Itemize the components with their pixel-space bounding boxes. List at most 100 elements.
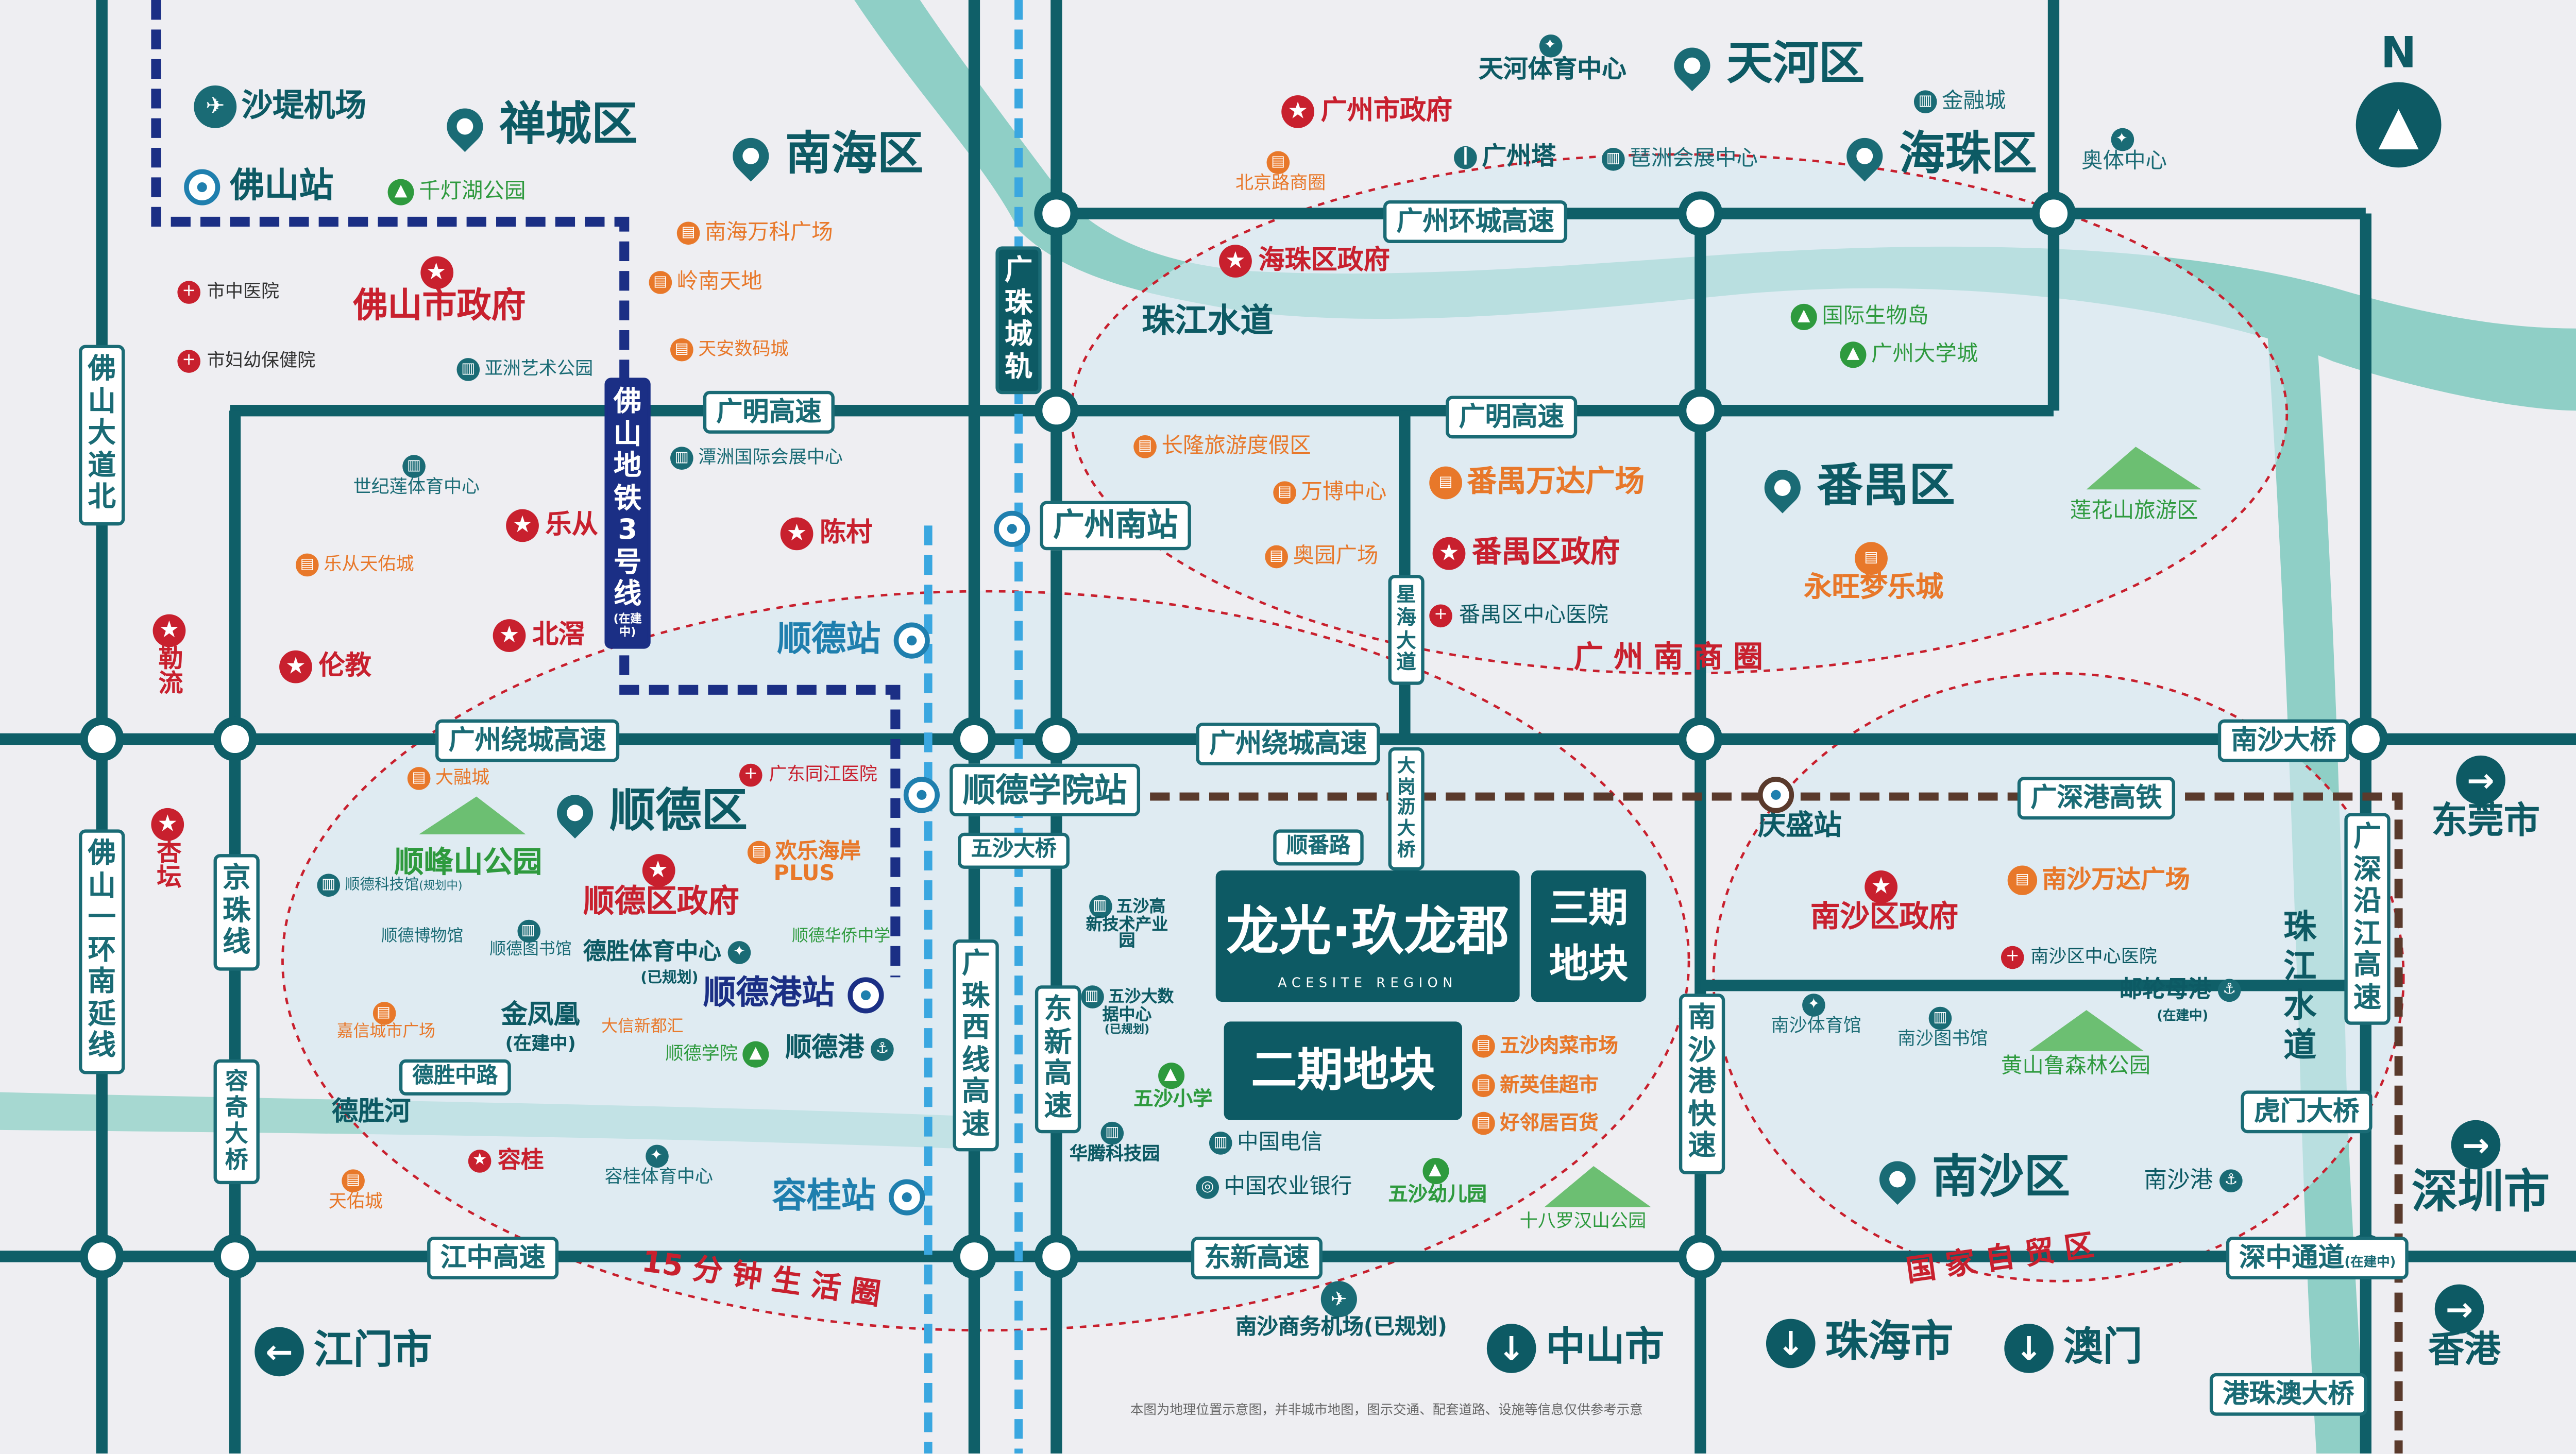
poi-beijiao-label: 北滘 (532, 618, 585, 650)
road-gangzhuao: 港珠澳大桥 (2209, 1373, 2368, 1415)
location-pin-icon (1757, 462, 1808, 514)
anchor-icon: ⚓ (2217, 979, 2241, 1002)
road-foshan-ring: 佛山一环南延线 (79, 829, 125, 1074)
mountain-shapes (419, 447, 2201, 1207)
poi-fs-gov-label: 佛山市政府 (353, 285, 526, 326)
poi-yazhou: ▥亚洲艺术公园 (456, 358, 593, 381)
poi-shiji: ▥世纪莲体育中心 (353, 455, 480, 496)
phase3-label: 三期地块 (1549, 885, 1629, 987)
hospital-icon: + (177, 350, 201, 373)
poi-tongjiang: +广东同江医院 (739, 763, 877, 787)
poi-ns-wanda: ▤南沙万达广场 (2007, 865, 2190, 895)
sports-icon: ✦ (2110, 128, 2133, 151)
road-huancheng: 广州环城高速 (1383, 200, 1568, 243)
road-xinghai: 星海大道 (1388, 575, 1425, 686)
exit-hongkong: →香港 (2428, 1284, 2500, 1370)
poi-py-hosp: +番禺区中心医院 (1429, 604, 1608, 628)
government-star-icon: ★ (641, 854, 674, 887)
poi-youlun-label: 邮轮母港 (2119, 977, 2212, 1004)
district-tianhe-label: 天河区 (1726, 36, 1865, 91)
station-foshan-label: 佛山站 (230, 166, 334, 206)
bank-icon: ◎ (1196, 1176, 1219, 1199)
shopping-cart-icon: ▤ (670, 338, 693, 362)
park-icon: ▲ (387, 179, 414, 206)
bank-icon: ▥ (1913, 90, 1937, 114)
exit-macau: ↓澳门 (2004, 1324, 2142, 1373)
shopping-cart-icon: ▤ (649, 271, 672, 294)
poi-qiandeng-label: 千灯湖公园 (419, 180, 526, 205)
poi-yongwang-label: 永旺梦乐城 (1804, 571, 1944, 605)
poi-agri-bank: ◎中国农业银行 (1196, 1176, 1352, 1199)
poi-youlun: 邮轮母港⚓(在建中) (2120, 979, 2246, 1025)
poi-ronggui-sports-label: 容桂体育中心 (604, 1166, 713, 1188)
arrow-down-icon: ↓ (1766, 1319, 1816, 1369)
anchor-icon: ⚓ (871, 1037, 894, 1060)
road-dagangli: 大岗沥大桥 (1388, 747, 1425, 871)
poi-haolinju: ▤好邻居百货 (1472, 1111, 1599, 1135)
poi-sd-port-label: 顺德港 (785, 1031, 865, 1063)
phase3-box: 三期地块 (1531, 870, 1647, 1002)
poi-wusha-kinder-label: 五沙幼儿园 (1388, 1182, 1487, 1206)
project-sub: ACESITE REGION (1278, 976, 1458, 990)
poi-daxin-label: 大信新都汇 (601, 1018, 684, 1037)
poi-jinfeng: 金凤凰(在建中) (501, 998, 580, 1054)
road-wusha-bridge: 五沙大桥 (958, 832, 1070, 869)
tower-icon: ┃ (1454, 145, 1477, 168)
district-panyu: 番禺区 (1757, 462, 1955, 514)
poi-lingnan-label: 岭南天地 (676, 270, 762, 295)
poi-fs-hosp: +市中医院 (177, 281, 279, 304)
poi-yazhou-label: 亚洲艺术公园 (484, 358, 594, 380)
landmark-icon: ▥ (1088, 895, 1112, 918)
road-shunfan: 顺番路 (1273, 829, 1364, 866)
poi-kejiguan: ▥顺德科技馆(规划中) (317, 874, 463, 897)
station-foshan: 佛山站 (184, 166, 334, 206)
poi-sd-college-label: 顺德学院 (665, 1042, 738, 1065)
poi-tushuguan-label: 顺德图书馆 (489, 941, 572, 960)
district-chancheng-label: 禅城区 (499, 97, 638, 151)
exit-shenzhen: →深圳市 (2412, 1120, 2550, 1216)
road-metro3-note: (在建中) (613, 612, 642, 639)
poi-changlong-label: 长隆旅游度假区 (1161, 434, 1311, 459)
poi-wusha-school: ▲五沙小学 (1133, 1063, 1212, 1108)
compass-label: N (2380, 29, 2417, 79)
road-dongxin-v: 东新高速 (1035, 985, 1081, 1134)
sports-icon: ✦ (645, 1144, 668, 1168)
shopping-cart-icon: ▤ (676, 221, 700, 245)
district-tianhe: 天河区 (1666, 40, 1865, 92)
hospital-icon: + (1429, 604, 1452, 628)
school-icon: ▲ (1421, 1158, 1448, 1185)
sports-icon: ✦ (727, 941, 751, 964)
road-humen: 虎门大桥 (2241, 1090, 2372, 1133)
poi-changlong: ▤长隆旅游度假区 (1133, 435, 1311, 458)
poi-darong-label: 大融城 (435, 767, 490, 789)
poi-huaqiao-label: 顺德华侨中学 (791, 928, 891, 946)
poi-tianyou-label: 天佑城 (328, 1190, 383, 1212)
shopping-cart-icon: ▤ (1472, 1111, 1495, 1135)
district-chancheng: 禅城区 (439, 100, 637, 152)
station-shunde-port: 顺德港站 (703, 976, 894, 1013)
poi-jinfeng-label: 金凤凰 (501, 998, 580, 1030)
poi-ns-lib-label: 南沙图书馆 (1897, 1028, 1988, 1050)
poi-desheng-sports-label: 德胜体育中心 (583, 939, 721, 966)
poi-py-gov-label: 番禺区政府 (1472, 535, 1620, 570)
station-ronggui-label: 容桂站 (772, 1176, 876, 1216)
poi-xinying: ▤新英佳超市 (1472, 1074, 1599, 1098)
poi-tanzhou: ▥潭洲国际会展中心 (670, 447, 843, 470)
government-star-icon: ★ (1432, 537, 1466, 570)
poi-py-wanda: ▤番禺万达广场 (1429, 466, 1645, 500)
arrow-right-icon: → (2434, 1284, 2484, 1334)
poi-daxin: 大信新都汇 (601, 1018, 684, 1037)
station-icon (903, 776, 940, 812)
poi-beijiao: ★北滘 (493, 619, 585, 652)
poi-leliu: ★勒流 (152, 614, 189, 696)
station-icon (889, 1179, 925, 1216)
poi-aoti: ✦奥体中心 (2081, 128, 2167, 173)
exit-zhongshan-label: 中山市 (1546, 1324, 1665, 1370)
phase2-label: 二期地块 (1251, 1042, 1435, 1098)
poi-gz-gov-label: 广州市政府 (1320, 94, 1452, 126)
poi-xingtan: ★杏坛 (151, 808, 187, 890)
location-pin-icon (1839, 130, 1890, 182)
poi-lecong-tianyou: ▤乐从天佑城 (295, 553, 414, 577)
district-nansha-label: 南沙区 (1932, 1150, 2070, 1204)
